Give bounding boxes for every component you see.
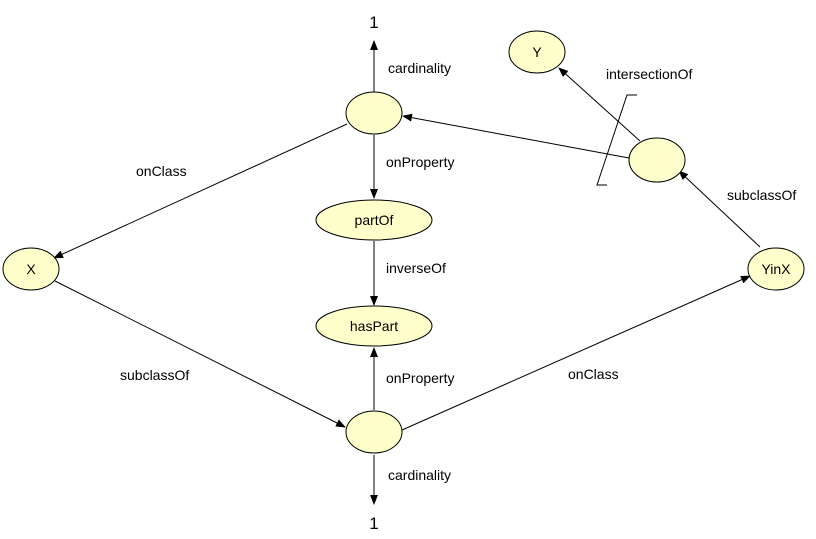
property-node-partof: [315, 199, 433, 241]
edge-label-cardinality-bottom: cardinality: [388, 467, 451, 483]
edge-label-onclass-left: onClass: [136, 163, 187, 179]
class-node-y: [508, 30, 566, 74]
restriction-bottom-node: [345, 410, 403, 454]
edge-subclassof-left: [54, 280, 346, 428]
node-label-y: Y: [532, 44, 542, 60]
edge-onclass-right: [401, 275, 751, 431]
restriction-top-node: [345, 91, 403, 135]
edge-intersectionof: [558, 67, 641, 142]
edge-label-subclassof-left: subclassOf: [120, 367, 189, 383]
edge-label-onproperty-bottom: onProperty: [386, 370, 454, 386]
intersection-node: [628, 137, 686, 183]
node-label-haspart: hasPart: [350, 318, 398, 334]
cardinality-value-bottom: 1: [369, 514, 378, 533]
edge-intersection-to-restriction: [402, 113, 630, 159]
edge-label-inverseof: inverseOf: [386, 260, 446, 276]
property-node-haspart: [315, 305, 433, 347]
edge-onclass-left: [53, 123, 348, 259]
node-label-x: X: [26, 261, 36, 277]
edge-label-intersectionof: intersectionOf: [606, 66, 692, 82]
cardinality-value-top: 1: [369, 13, 378, 32]
node-label-partof: partOf: [355, 212, 394, 228]
class-node-x: [2, 247, 60, 291]
edge-label-onproperty-top: onProperty: [386, 154, 454, 170]
intersection-bracket: [596, 94, 637, 186]
edge-label-cardinality-top: cardinality: [388, 60, 451, 76]
node-label-yinx: YinX: [761, 261, 791, 277]
class-node-yinx: [747, 247, 805, 291]
edge-label-onclass-right: onClass: [568, 366, 619, 382]
edge-label-subclassof-right: subclassOf: [727, 187, 796, 203]
edge-subclassof-right: [678, 170, 761, 248]
